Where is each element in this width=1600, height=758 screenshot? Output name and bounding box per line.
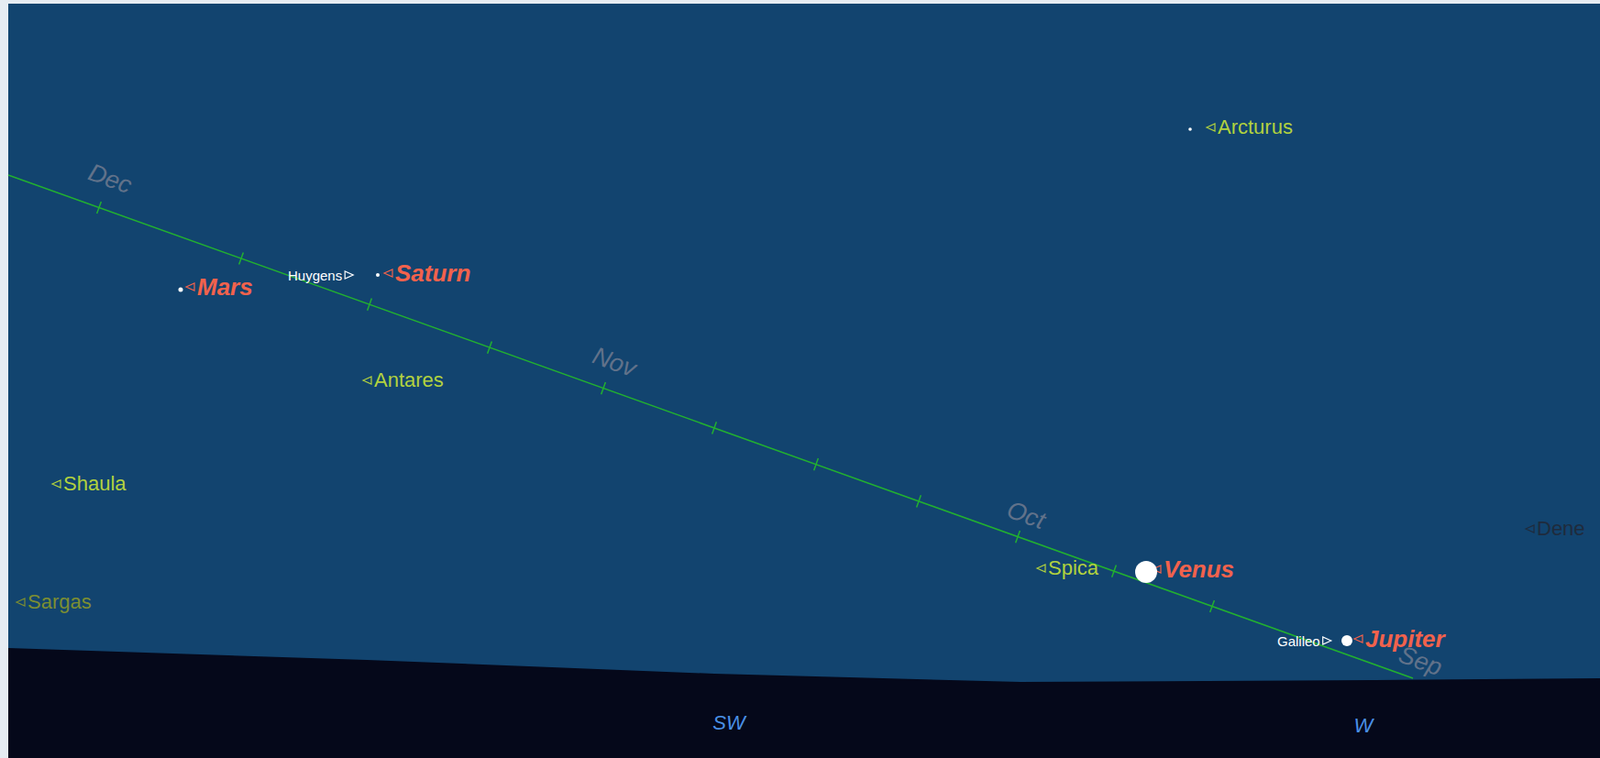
ecliptic-tick (367, 298, 373, 311)
label-marker (363, 376, 372, 385)
star-label: Antares (374, 370, 444, 391)
ecliptic-line (8, 175, 1413, 679)
label-marker (186, 283, 195, 291)
star-dot (1188, 127, 1192, 132)
ecliptic-tick (239, 252, 244, 265)
star-label: Shaula (63, 474, 127, 495)
horizon-ground (8, 648, 1600, 758)
label-marker (16, 598, 25, 607)
star-label: Spica (1048, 558, 1099, 579)
label-marker (1525, 525, 1534, 533)
ecliptic-ticks (97, 201, 1215, 613)
ecliptic-tick (487, 342, 493, 354)
star-label: Dene (1536, 518, 1586, 540)
ecliptic-tick (1015, 530, 1021, 543)
ecliptic-tick (712, 421, 718, 434)
label-marker (384, 269, 393, 277)
compass-label: W (1354, 716, 1374, 737)
probe-label: Huygens (287, 268, 343, 283)
label-marker (1354, 635, 1363, 643)
label-marker (1206, 123, 1215, 132)
planet-dot (178, 287, 184, 293)
planet-dot (375, 273, 380, 277)
planet-label: Venus (1163, 557, 1235, 582)
ecliptic-tick (916, 495, 922, 508)
ecliptic-tick (814, 458, 819, 471)
label-markers (16, 123, 1534, 645)
probe-label: Galileo (1277, 634, 1321, 649)
label-marker (1037, 564, 1046, 573)
label-marker (52, 480, 61, 488)
probe-marker (1323, 637, 1332, 645)
star-label: Arcturus (1217, 117, 1293, 138)
compass-label: SW (712, 713, 745, 734)
star-label: Sargas (27, 592, 92, 613)
planet-label: Saturn (395, 261, 471, 286)
ecliptic-tick (1210, 600, 1215, 613)
ecliptic-tick (1112, 565, 1117, 578)
ecliptic-tick (601, 382, 607, 395)
venus-disc (1135, 561, 1158, 584)
jupiter-disc (1341, 635, 1353, 647)
probe-marker (344, 271, 354, 279)
planet-label: Mars (197, 275, 254, 299)
ecliptic-tick (97, 201, 102, 214)
sky-background (8, 3, 1600, 758)
